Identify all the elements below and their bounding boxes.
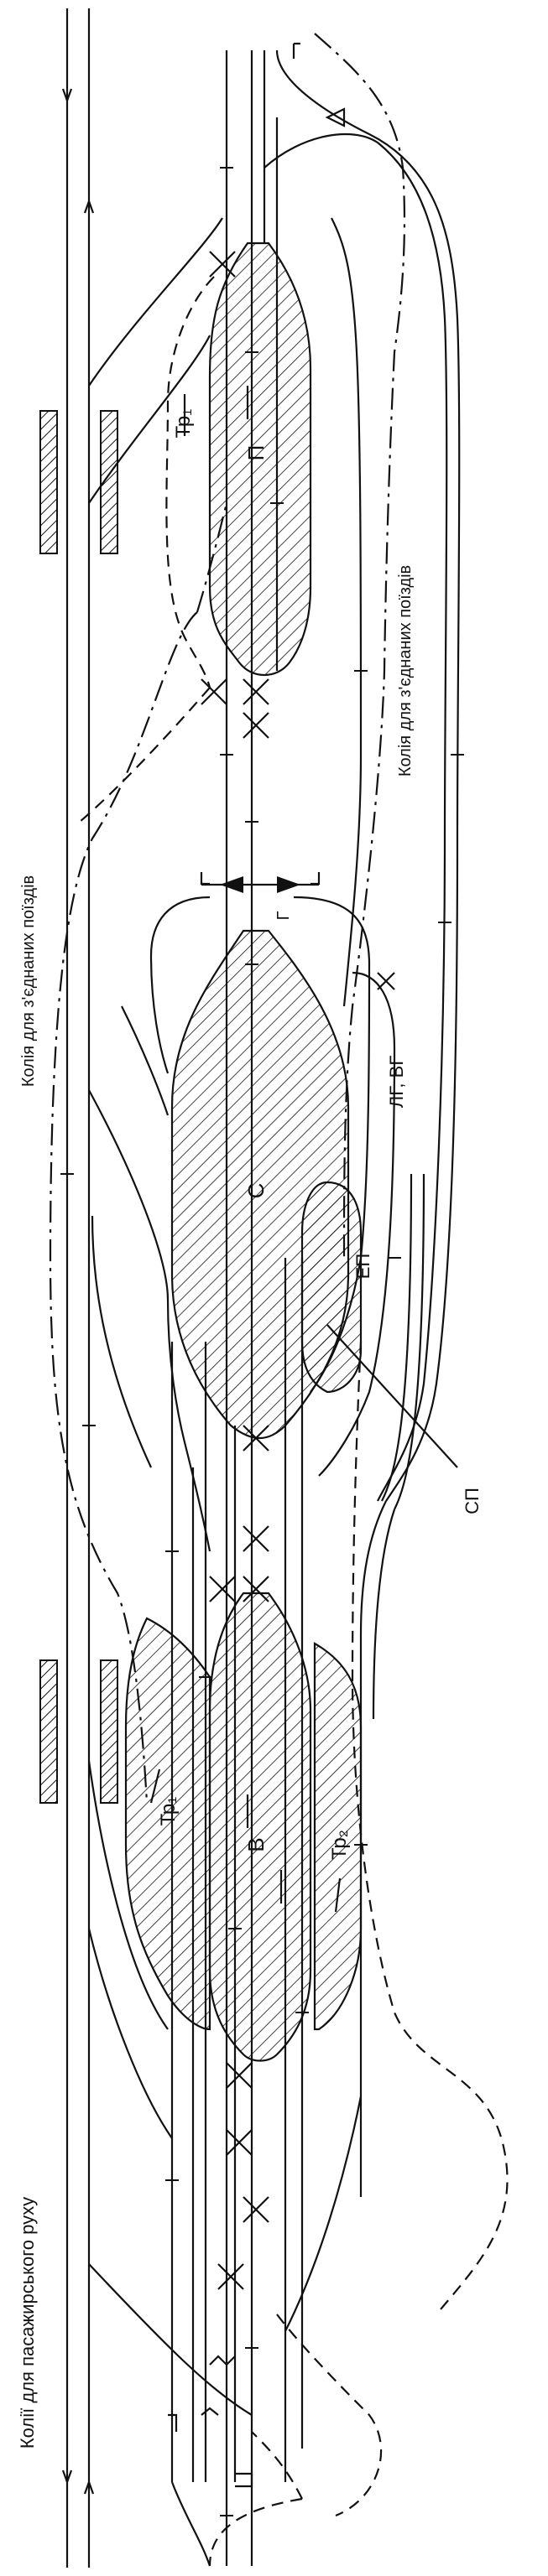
yard-p-label: П bbox=[243, 445, 269, 461]
crossovers bbox=[201, 251, 395, 2290]
hump-markers bbox=[168, 42, 346, 2488]
yard-tr2-zone bbox=[313, 1642, 363, 2031]
signal-ticks bbox=[60, 167, 464, 2516]
tr2-label: Тр₂ bbox=[328, 1830, 351, 1860]
joined-trains-label-left: Колія для з'єднаних поїздів bbox=[19, 875, 38, 1087]
tr1-top-label: Тр₁ bbox=[172, 409, 195, 439]
yard-p-zone bbox=[208, 242, 312, 676]
yard-track-marks bbox=[149, 386, 342, 1913]
tr1-bottom-label: Тр₁ bbox=[157, 1797, 180, 1826]
passenger-tracks-label: Колії для пасажирського руху bbox=[17, 2197, 38, 2449]
sp-leader bbox=[326, 1324, 458, 1468]
yard-zones bbox=[124, 242, 363, 2062]
yard-ep-zone bbox=[300, 1181, 363, 1394]
yard-v-label: В bbox=[243, 1837, 269, 1852]
passenger-main-tracks bbox=[61, 8, 95, 2568]
passenger-platforms bbox=[39, 410, 118, 1804]
yard-s-label: С bbox=[243, 1183, 269, 1199]
sp-label: СП bbox=[462, 1488, 483, 1514]
yard-v-zone bbox=[208, 1592, 312, 2062]
dashed-track-left bbox=[79, 276, 509, 2567]
hump-g-label: Г bbox=[274, 911, 293, 920]
lg-vg-label: ЛГ, ВГ bbox=[386, 1056, 407, 1109]
yard-tr1-zone bbox=[124, 1617, 211, 2031]
labels: Колії для пасажирського руху Колія для з… bbox=[17, 409, 483, 2449]
joined-trains-label-right: Колія для з'єднаних поїздів bbox=[396, 565, 415, 776]
ep-label: ЕП bbox=[352, 1254, 373, 1280]
